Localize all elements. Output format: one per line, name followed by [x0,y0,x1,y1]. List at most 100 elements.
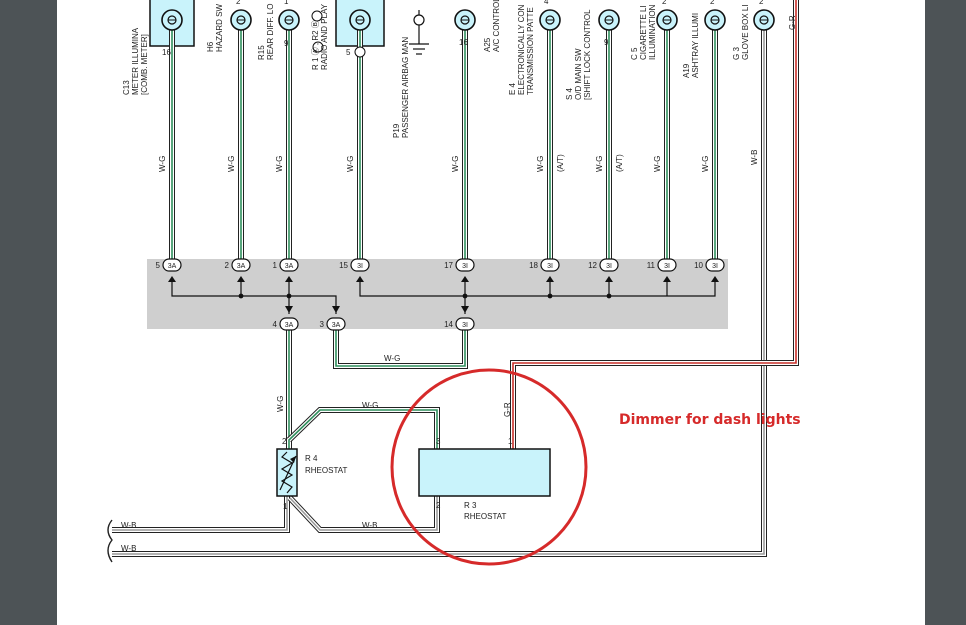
bulb-r15-icon [278,9,300,31]
component-pin: 5 [346,48,351,57]
top-wire-label-at: (A/T) [615,154,624,172]
component-label-line: REAR DIFF. LO [266,4,275,60]
component-label-line: GLOVE BOX LI [741,4,750,60]
junction-top-connector: 3I 12 [588,258,619,272]
component-label-line: P19 [392,123,401,138]
junction-pin-label: 2 [225,261,230,270]
top-wire-label-at: (A/T) [556,154,565,172]
r4-name: RHEOSTAT [305,466,347,475]
junction-conn-label: 3I [547,263,553,270]
r4-pin-top: 2 [282,437,287,446]
top-wire-label: W-G [653,156,662,172]
component-label-line: E 4 [508,82,517,95]
junction-conn-label: 3I [712,263,718,270]
component-pin: 16 [459,38,468,47]
component-pin: 2 [710,0,715,6]
wire-g3-wb [112,30,767,557]
r3-pin-left: 3 [436,437,441,446]
junction-top-connector: 3A1 [273,258,299,272]
bulb-c5-icon [656,9,678,31]
top-wire-label: W-G [275,156,284,172]
junction-pin-label: 12 [588,261,597,270]
component-label-line: ELECTRONICALLY CON [517,4,526,95]
connector-a-icon [312,41,324,53]
junction-top-connector: 3A 2 [225,258,251,272]
junction-conn-label: 3A [285,322,294,329]
component-label-line: [COMB. METER] [140,34,149,95]
ground-icon [409,10,429,55]
junction-conn-label: 3A [285,263,294,270]
component-label-line: A/C CONTROL [492,0,501,52]
rheostat-r4 [276,448,298,497]
component-label-line: S 4 [565,87,574,100]
component-label-line: HAZARD SW [215,4,224,52]
component-label-line: R 1 Ⓐ , R2 Ⓑ [311,20,320,70]
component-pin: 2 [759,0,764,6]
junction-conn-label: 3I [606,263,612,270]
junction-top-connector: 3I 18 [529,258,560,272]
r3-pin-bottom: 2 [436,501,441,510]
bulb-h6-icon [230,9,252,31]
bulb-s4-icon [598,9,620,31]
wire-gr [510,0,799,452]
wire-label-gr-right: G-R [788,15,797,30]
component-pin: 2 [662,0,667,6]
junction-pin-label: 3 [320,320,325,329]
junction-pin-label: 15 [339,261,348,270]
top-wire-label: W-G [536,156,545,172]
component-label-line: G 3 [732,47,741,60]
wire-r4-r3 [286,407,440,452]
component-label-line: C 5 [630,47,639,60]
top-wire-label: W-B [750,150,759,165]
junction-conn-label: 3A [168,263,177,270]
junction-pin-label: 5 [156,261,161,270]
r3-id: R 3 [464,501,477,510]
top-wire-label: W-G [158,156,167,172]
junction-internal-lines [171,282,716,314]
component-label-line: ILLUMINATION [648,4,657,60]
junction-conn-label: 3I [462,322,468,329]
component-pin: 9 [604,38,609,47]
component-label-line: O/D MAIN SW [574,48,583,100]
component-pin: 2 [236,0,241,6]
connector-b-icon [311,10,323,22]
annotation-text: Dimmer for dash lights [619,412,801,428]
wires [107,0,799,563]
wire-break-icon [107,519,113,563]
component-label-line: TRANSMISSION PATTE [526,7,535,95]
wire-label-wg-loop: W-G [384,354,400,363]
component-label-line: RADIO AND PLAY [320,3,329,70]
bulb-a19-icon [704,9,726,31]
top-wire-label: W-G [451,156,460,172]
r4-pin-bottom: 1 [283,502,288,511]
component-label-line: C13 [122,80,131,95]
component-pin: 9 [284,39,289,48]
component-pin: 1 [284,0,289,6]
junction-conn-label: 3A [237,263,246,270]
wire-label-wb-1: W-B [121,521,136,530]
wire-label-wb-r3: W-B [362,521,377,530]
junction-bottom-connector: 3A3 [320,317,346,331]
annotation-circle [390,368,588,566]
component-label-line: [SHIFT LOCK CONTROL [583,9,592,100]
junction-pin-label: 18 [529,261,538,270]
junction-conn-label: 3I [664,263,670,270]
r3-name: RHEOSTAT [464,512,506,521]
wire-wg-loop [333,328,468,369]
junction-pin-label: 11 [647,261,656,270]
component-label-line: PASSENGER AIRBAG MAN [401,37,410,138]
connector-b-icon [354,46,366,58]
bulb-a25-icon [454,9,476,31]
junction-bottom-connector: 3A4 [273,317,299,331]
